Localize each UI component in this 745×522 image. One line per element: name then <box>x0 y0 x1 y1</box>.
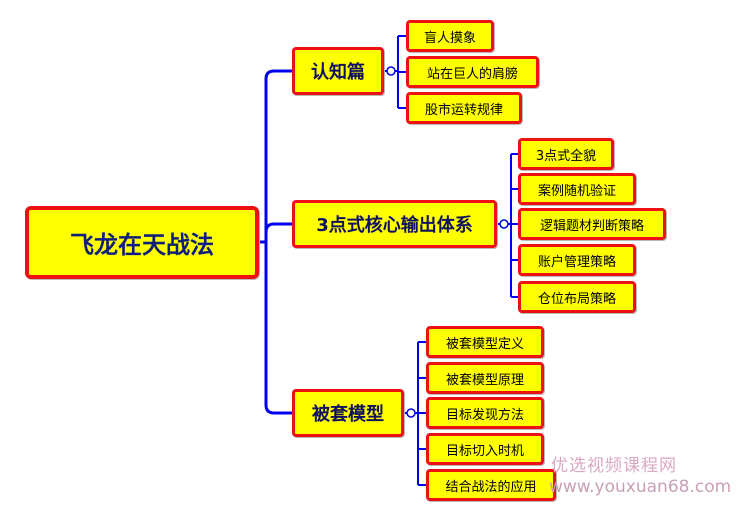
watermark-title: 优选视频课程网 <box>551 456 677 476</box>
branch-connector <box>264 222 292 242</box>
branch-connector <box>264 69 292 242</box>
collapse-toggle-icon <box>406 408 416 418</box>
leaf-node[interactable]: 目标切入时机 <box>426 433 544 465</box>
root-node[interactable]: 飞龙在天战法 <box>25 206 259 279</box>
leaf-node[interactable]: 股市运转规律 <box>406 92 522 124</box>
watermark-url: www.youxuan68.com <box>549 477 732 497</box>
branch-node-trap-model[interactable]: 被套模型 <box>292 389 404 437</box>
branch-node-core-system[interactable]: 3点式核心输出体系 <box>292 200 497 248</box>
leaf-node[interactable]: 目标发现方法 <box>426 397 544 429</box>
leaf-node[interactable]: 案例随机验证 <box>518 173 636 205</box>
leaf-node[interactable]: 被套模型定义 <box>426 326 544 358</box>
leaf-node[interactable]: 逻辑题材判断策略 <box>518 208 666 240</box>
leaf-node[interactable]: 盲人摸象 <box>406 20 494 52</box>
branch-connector <box>264 242 292 415</box>
leaf-node[interactable]: 3点式全貌 <box>518 138 614 170</box>
collapse-toggle-icon <box>499 219 509 229</box>
branch-node-cognition[interactable]: 认知篇 <box>292 47 384 95</box>
leaf-node[interactable]: 被套模型原理 <box>426 362 544 394</box>
leaf-node[interactable]: 结合战法的应用 <box>426 469 556 501</box>
leaf-node[interactable]: 仓位布局策略 <box>518 281 636 313</box>
leaf-node[interactable]: 账户管理策略 <box>518 244 636 276</box>
collapse-toggle-icon <box>386 66 396 76</box>
leaf-node[interactable]: 站在巨人的肩膀 <box>406 56 539 88</box>
